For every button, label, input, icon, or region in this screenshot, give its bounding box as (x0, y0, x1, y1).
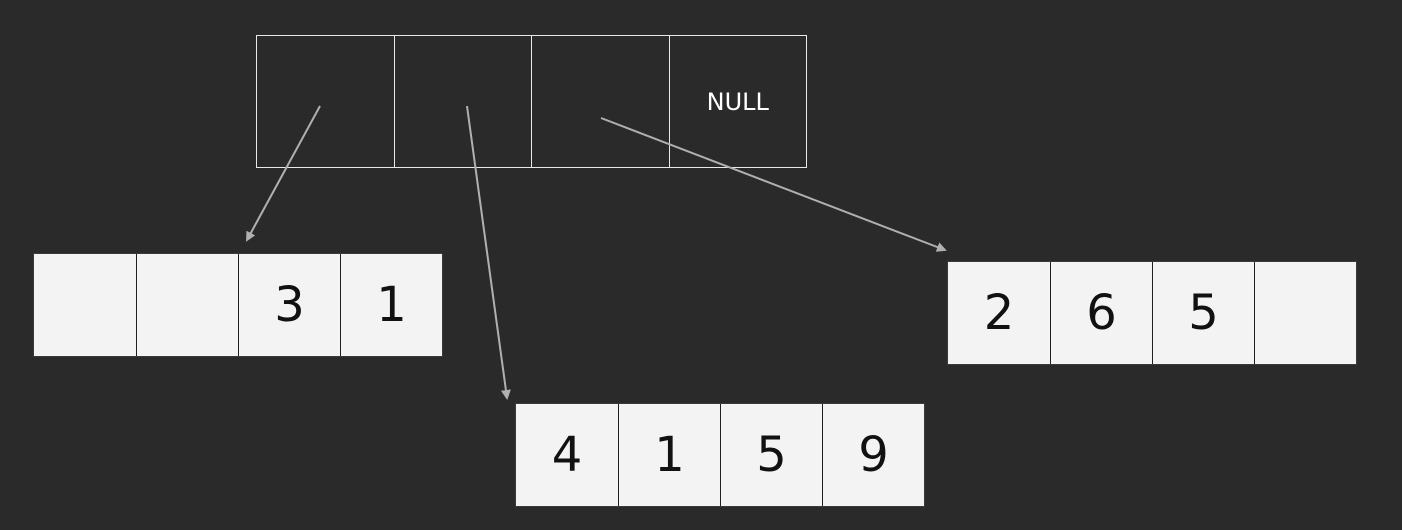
block-b-cell-0: 4 (516, 404, 618, 506)
block-c-cell-0: 2 (948, 262, 1050, 364)
pointer-cell-1 (393, 36, 532, 167)
pointer-cell-2 (531, 36, 669, 167)
block-b-cell-3: 9 (822, 404, 924, 506)
block-c-cell-1: 6 (1050, 262, 1152, 364)
data-block-c: 2 6 5 (947, 261, 1357, 365)
block-b-cell-2: 5 (720, 404, 822, 506)
block-a-cell-1 (136, 254, 238, 356)
pointer-cell-null: NULL (668, 36, 807, 167)
pointer-cell-0 (256, 36, 394, 167)
block-a-cell-2: 3 (238, 254, 340, 356)
block-b-cell-1: 1 (618, 404, 720, 506)
data-block-a: 3 1 (33, 253, 443, 357)
block-a-cell-0 (34, 254, 136, 356)
pointer-table: NULL (256, 35, 807, 168)
block-c-cell-3 (1254, 262, 1356, 364)
data-block-b: 4 1 5 9 (515, 403, 925, 507)
block-c-cell-2: 5 (1152, 262, 1254, 364)
block-a-cell-3: 1 (340, 254, 442, 356)
